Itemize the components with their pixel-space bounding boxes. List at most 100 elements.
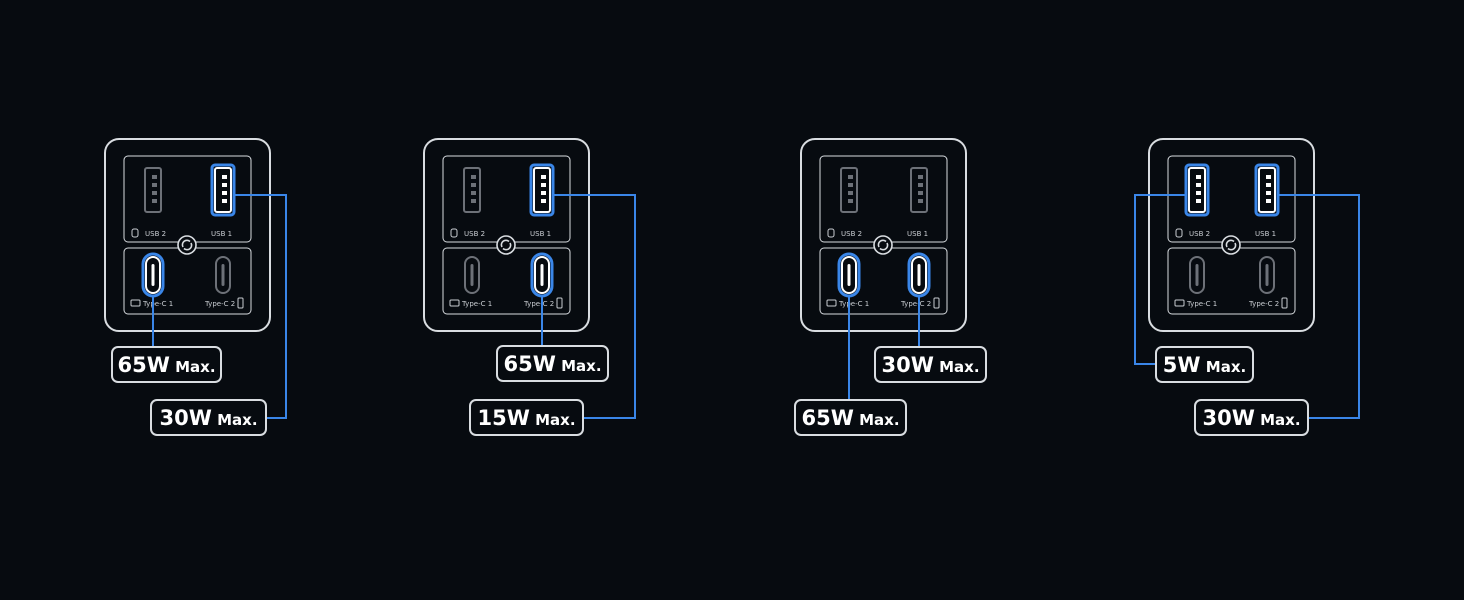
typec1-label: Type-C 1 [838,300,869,308]
typec2-port-tongue [540,264,544,286]
usb1-port-pin [1266,199,1271,203]
usb2-port [144,167,162,213]
power-label-box [150,399,267,436]
power-label-box [1194,399,1309,436]
usb1-port-pin [222,175,227,179]
usb1-port-pin [222,183,227,187]
watts-value: 65W [503,352,555,376]
usb2-port [1188,167,1206,213]
usb2-port-pin [848,183,853,187]
usb1-port-pin [918,191,923,195]
power-label-typec1: 65W Max. [794,399,907,436]
typec2-port [215,256,231,294]
max-suffix: Max. [1260,411,1300,429]
usb1-label: USB 1 [907,230,928,238]
power-label-typec2: 65W Max. [496,345,609,382]
recycle-arrows-icon-path [181,239,193,251]
usb1-port [214,167,232,213]
power-label-box [1155,346,1254,383]
power-label-text: 65W Max. [117,353,215,377]
recycle-arrows-icon [177,235,197,255]
usb1-port-pin [918,175,923,179]
laptop-icon [130,299,141,307]
usb2-label: USB 2 [841,230,862,238]
laptop-icon [826,299,837,307]
power-label-box [874,346,987,383]
phone-icon [237,297,244,309]
max-suffix: Max. [859,411,899,429]
usb2-port-pin [1196,199,1201,203]
usb2-port-highlight [1184,163,1210,217]
typec1-port [841,256,857,294]
usb1-label: USB 1 [1255,230,1276,238]
typec2-port [911,256,927,294]
typec2-label: Type-C 2 [1248,300,1279,308]
power-label-text: 30W Max. [159,406,257,430]
phone-icon [1281,297,1288,309]
usb1-port-pin [222,191,227,195]
charger-body [104,138,271,332]
typec1-port [1189,256,1205,294]
usb2-port-pin [1196,175,1201,179]
typec1-port-tongue [847,264,851,286]
usb1-port [533,167,551,213]
recycle-arrows-icon-path [1225,239,1237,251]
usb2-port-pin [471,175,476,179]
connector-line-usb1 [234,194,287,419]
typec2-port [534,256,550,294]
usb1-port-pin [918,183,923,187]
typec2-label: Type-C 2 [900,300,931,308]
typec2-port-tongue [917,264,921,286]
usb2-label: USB 2 [1189,230,1210,238]
usb1-port-pin [1266,183,1271,187]
usb1-port-pin [541,183,546,187]
usb1-label: USB 1 [530,230,551,238]
usb2-label: USB 2 [145,230,166,238]
watts-value: 5W [1163,353,1201,377]
laptop-icon [1174,299,1185,307]
recycle-arrows-icon-path [877,239,889,251]
power-label-text: 65W Max. [503,352,601,376]
max-suffix: Max. [175,358,215,376]
usb1-port-pin [918,199,923,203]
power-label-box [111,346,222,383]
typec2-port [1259,256,1275,294]
usb2-port-pin [1196,191,1201,195]
usb1-port-pin [541,191,546,195]
usb2-port-pin [152,183,157,187]
typec2-label: Type-C 2 [204,300,235,308]
watts-value: 65W [117,353,169,377]
usb1-port-pin [541,199,546,203]
watch-icon [450,228,458,238]
charger-body [1148,138,1315,332]
usb2-port-pin [471,183,476,187]
usb1-port-pin [1266,175,1271,179]
recycle-arrows-icon [873,235,893,255]
usb1-port [910,167,928,213]
power-label-typec1: 65W Max. [111,346,222,383]
phone-icon [933,297,940,309]
max-suffix: Max. [217,411,257,429]
usb2-port-pin [848,199,853,203]
recycle-arrows-icon [1221,235,1241,255]
typec1-port-tongue [470,264,474,286]
power-label-text: 5W Max. [1163,353,1246,377]
watch-icon [827,228,835,238]
usb1-port-pin [222,199,227,203]
watch-icon [131,228,139,238]
max-suffix: Max. [561,357,601,375]
power-label-text: 30W Max. [1202,406,1300,430]
usb1-port-pin [541,175,546,179]
max-suffix: Max. [535,411,575,429]
usb2-port-pin [848,175,853,179]
power-label-usb2: 5W Max. [1155,346,1254,383]
watts-value: 30W [881,353,933,377]
typec2-port-tongue [1265,264,1269,286]
usb1-port [1258,167,1276,213]
usb1-port-pin [1266,191,1271,195]
power-label-usb1: 30W Max. [1194,399,1309,436]
